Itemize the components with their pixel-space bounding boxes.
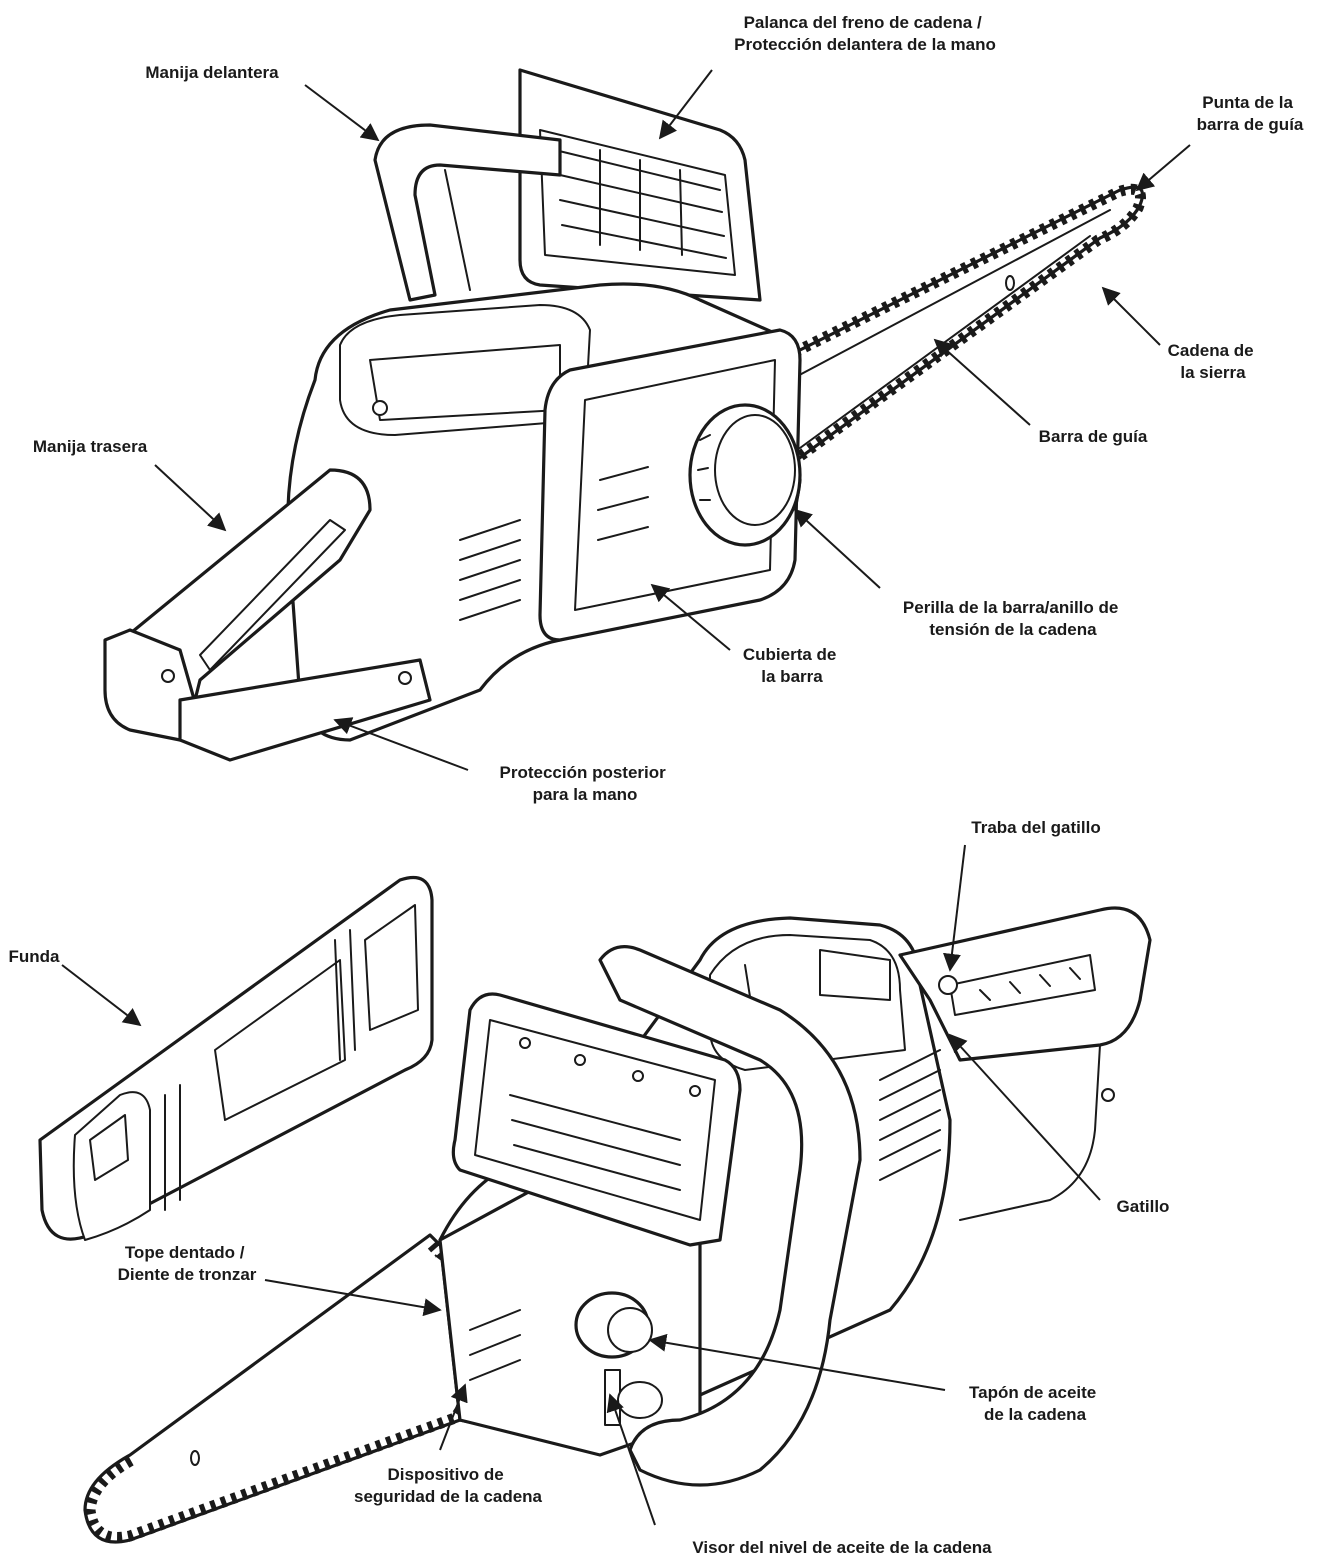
scabbard-illustration (38, 875, 434, 1241)
bar-knob-label: Perilla de la barra/anillo de tensión de… (903, 598, 1123, 639)
bucking-spikes-label: Tope dentado / Diente de tronzar (118, 1243, 257, 1284)
saw-chain-label: Cadena de la sierra (1168, 341, 1259, 382)
chain-brake-guard-top (518, 68, 762, 302)
chain-catcher-label: Dispositivo de seguridad de la cadena (354, 1465, 543, 1506)
guide-bar-label: Barra de guía (1039, 427, 1148, 446)
trigger-label: Gatillo (1117, 1197, 1170, 1216)
oil-window-label: Visor del nivel de aceite de la cadena (692, 1538, 992, 1557)
oil-cap-label: Tapón de aceite de la cadena (969, 1383, 1101, 1424)
trigger-lock-label: Traba del gatillo (971, 818, 1100, 837)
front-handle-label: Manija delantera (145, 63, 279, 82)
hand-guard-bottom (451, 992, 742, 1247)
leader-lines (61, 69, 1191, 1526)
bottom-chainsaw-illustration (38, 875, 1152, 1544)
bar-tip-label: Punta de la barra de guía (1197, 93, 1304, 134)
guide-bar-top (768, 183, 1146, 467)
scabbard-label: Funda (9, 947, 61, 966)
labels: Palanca del freno de cadena / Protección… (9, 13, 1304, 1557)
top-chainsaw-illustration (103, 68, 1146, 762)
chain-brake-label: Palanca del freno de cadena / Protección… (734, 13, 996, 54)
rear-handle-label: Manija trasera (33, 437, 148, 456)
rear-handle-top (103, 468, 432, 762)
rear-hand-guard-label: Protección posterior para la mano (500, 763, 671, 804)
front-handle-top (373, 123, 562, 302)
bar-cover-label: Cubierta de la barra (743, 645, 841, 686)
